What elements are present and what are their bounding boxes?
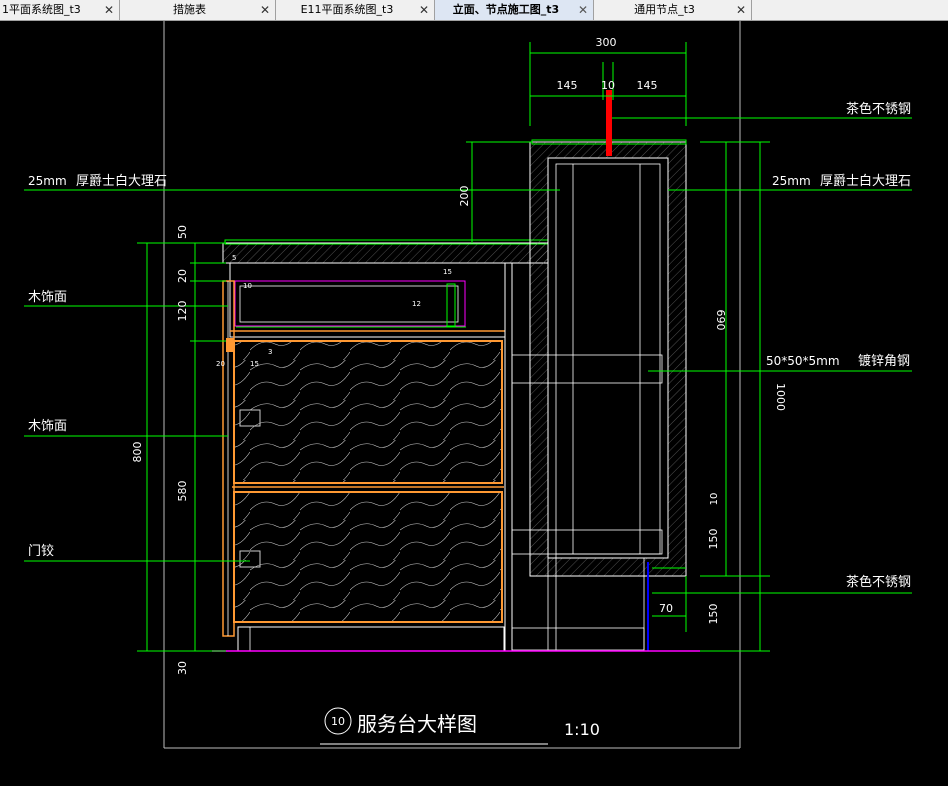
annotation-angle-size: 50*50*5mm: [766, 354, 840, 368]
dim-small-15b: 15: [250, 360, 259, 368]
annotation-stone-left: 厚爵士白大理石: [76, 173, 167, 189]
dim-right-70: 70: [659, 602, 673, 615]
dim-left-50: 50: [176, 225, 189, 239]
dim-top-right: 145: [637, 79, 658, 92]
tab-1-label: 1平面系统图_t3: [2, 3, 81, 16]
dim-right-150a: 150: [707, 529, 720, 550]
dim-small-12: 12: [412, 300, 421, 308]
close-icon[interactable]: ✕: [735, 3, 747, 17]
dim-top-left: 145: [557, 79, 578, 92]
tab-4[interactable]: 立面、节点施工图_t3 ✕: [435, 0, 594, 20]
annotation-angle: 镀锌角钢: [858, 353, 910, 369]
dim-left-800: 800: [131, 442, 144, 463]
annotation-hinge: 门铰: [28, 544, 54, 559]
tab-3-label: E11平面系统图_t3: [300, 3, 394, 16]
tab-2-label: 措施表: [173, 3, 206, 16]
dim-small-10: 10: [243, 282, 252, 290]
close-icon[interactable]: ✕: [577, 3, 589, 17]
dim-small-15a: 15: [443, 268, 452, 276]
dimension-lines: [24, 42, 912, 652]
annotation-stone-right-size: 25mm: [772, 174, 811, 188]
dim-small-20: 20: [216, 360, 225, 368]
tab-3[interactable]: E11平面系统图_t3 ✕: [276, 0, 435, 20]
tab-4-label: 立面、节点施工图_t3: [452, 3, 560, 16]
dim-left-30: 30: [176, 661, 189, 675]
annotation-wood-lower: 木饰面: [28, 419, 67, 434]
annotation-wood-upper: 木饰面: [28, 290, 67, 305]
dim-step-200: 200: [458, 186, 471, 207]
dim-top-mid: 10: [601, 79, 615, 92]
tab-5-label: 通用节点_t3: [634, 3, 695, 16]
cad-drawing-canvas[interactable]: 300 145 10 145 200 50 20 120 580 800 30 …: [0, 21, 948, 786]
close-icon[interactable]: ✕: [418, 3, 430, 17]
dim-right-10: 10: [709, 493, 720, 506]
close-icon[interactable]: ✕: [259, 3, 271, 17]
annotation-steel-bottom: 茶色不锈钢: [846, 574, 911, 590]
annotation-stone-right: 厚爵士白大理石: [820, 173, 911, 189]
drawing-title-block: 10 服务台大样图 1:10: [320, 707, 600, 745]
dim-left-120: 120: [176, 301, 189, 322]
dim-top-total: 300: [596, 36, 617, 49]
dim-right-690: 690: [714, 310, 727, 331]
title-number: 10: [331, 715, 345, 728]
dim-right-150b: 150: [707, 604, 720, 625]
annotation-stone-left-size: 25mm: [28, 174, 67, 188]
close-icon[interactable]: ✕: [103, 3, 115, 17]
tab-2[interactable]: 措施表 ✕: [120, 0, 276, 20]
counter-body: [212, 90, 700, 652]
dim-right-1000: 1000: [774, 383, 787, 411]
title-number-circle: [324, 707, 352, 735]
annotation-steel-top: 茶色不锈钢: [846, 101, 911, 117]
dimension-texts: 300 145 10 145 200 50 20 120 580 800 30 …: [131, 36, 787, 675]
dim-left-580: 580: [176, 481, 189, 502]
dim-left-20: 20: [176, 269, 189, 283]
tab-1[interactable]: 1平面系统图_t3 ✕: [0, 0, 120, 20]
drawing-scale: 1:10: [564, 720, 600, 739]
tab-5[interactable]: 通用节点_t3 ✕: [594, 0, 752, 20]
dim-small-3: 3: [268, 348, 272, 356]
dim-small-5: 5: [232, 254, 236, 262]
tab-bar: 1平面系统图_t3 ✕ 措施表 ✕ E11平面系统图_t3 ✕ 立面、节点施工图…: [0, 0, 948, 21]
drawing-title: 服务台大样图: [357, 712, 477, 736]
annotations: 25mm 厚爵士白大理石 木饰面 木饰面 门铰 茶色不锈钢 25mm 厚爵士白大…: [28, 101, 911, 590]
